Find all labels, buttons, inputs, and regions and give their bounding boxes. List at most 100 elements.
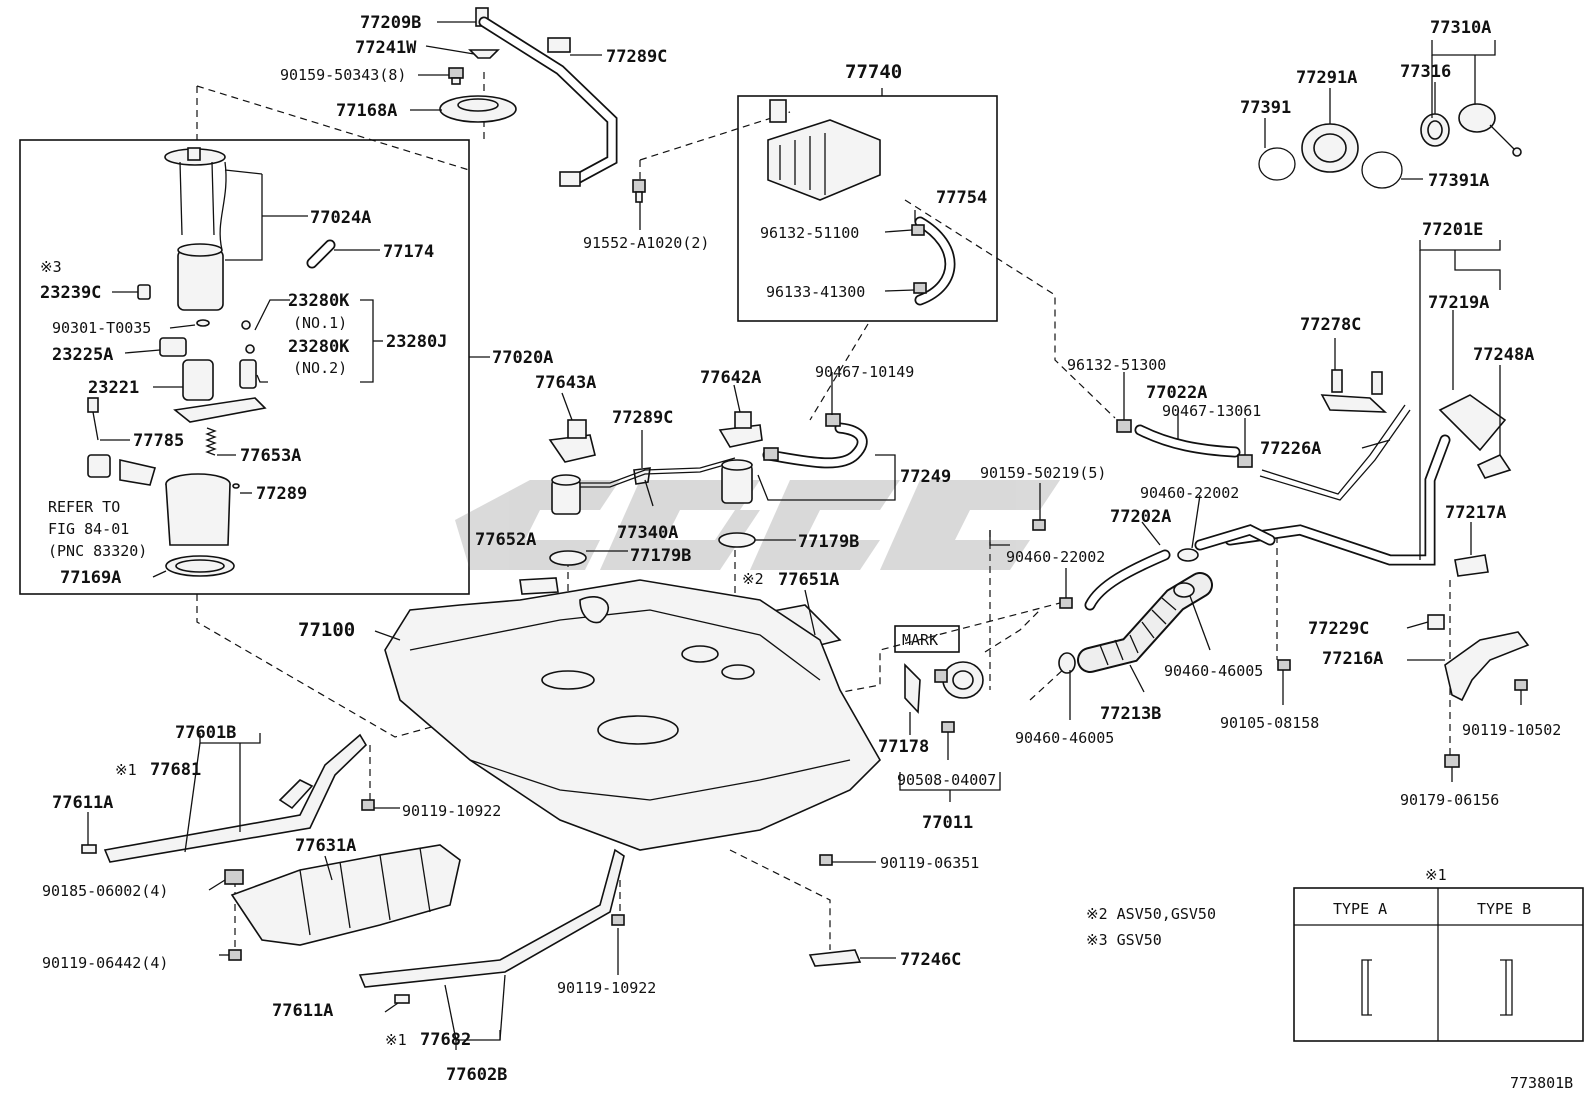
label-77289: 77289 (256, 484, 307, 504)
filter-23225a (159, 337, 187, 357)
label-77601b: 77601B (175, 723, 236, 743)
type-a-header: TYPE A (1333, 900, 1387, 918)
label-77178: 77178 (878, 737, 929, 757)
label-77289c-top: 77289C (606, 47, 667, 67)
label-77289c-mid: 77289C (612, 408, 673, 428)
label-mark1-bot: ※1 (385, 1031, 407, 1049)
label-90301: 90301-T0035 (52, 319, 151, 337)
label-77011: 77011 (922, 813, 973, 833)
label-77241w: 77241W (355, 38, 417, 58)
pipe-77226a (1259, 404, 1411, 501)
note-gsv50: ※3 GSV50 (1086, 931, 1162, 949)
label-77179b-l: 77179B (630, 546, 691, 566)
rings-77391 (1258, 147, 1403, 189)
inlet-hose-77213b (1077, 524, 1276, 673)
label-77740: 77740 (845, 61, 902, 83)
pump-23221 (173, 359, 267, 423)
label-90460-22002-a: 90460-22002 (1140, 484, 1239, 502)
bracket-77246c (808, 949, 862, 967)
part-labels: 77209B 77241W 90159-50343(8) 77168A 7728… (40, 13, 1573, 1092)
label-77602b: 77602B (446, 1065, 507, 1085)
figure-number: 773801B (1510, 1074, 1573, 1092)
retainer-ring-77168a (439, 95, 517, 123)
bolt-90159-50343 (448, 67, 464, 85)
label-23280k-1: 23280K (288, 291, 350, 311)
label-77168a: 77168A (336, 101, 397, 121)
label-77229c: 77229C (1308, 619, 1369, 639)
label-96132-51300: 96132-51300 (1067, 356, 1166, 374)
label-refer-2: FIG 84-01 (48, 520, 129, 538)
label-mark2: ※2 (742, 570, 764, 588)
hose-77022a (1116, 419, 1253, 468)
label-77169a: 77169A (60, 568, 121, 588)
label-77100: 77100 (298, 619, 355, 641)
label-77643a: 77643A (535, 373, 596, 393)
label-77391a: 77391A (1428, 171, 1489, 191)
bracket-77216a (1427, 614, 1530, 702)
label-77681: 77681 (150, 760, 201, 780)
valves (551, 459, 753, 515)
type-table-mark: ※1 (1425, 866, 1447, 884)
label-77754: 77754 (936, 188, 987, 208)
label-77310a: 77310A (1430, 18, 1491, 38)
watermark-logo (455, 480, 1060, 570)
label-23225a: 23225A (52, 345, 113, 365)
label-90119-10922-bot: 90119-10922 (557, 979, 656, 997)
wire-77785 (87, 397, 99, 441)
bolts-right (1032, 519, 1528, 768)
label-90159-50219: 90159-50219(5) (980, 464, 1106, 482)
label-77631a: 77631A (295, 836, 356, 856)
canister-frame (737, 95, 998, 322)
gaskets-77179b (549, 532, 756, 566)
label-77216a: 77216A (1322, 649, 1383, 669)
bracket-77643a (548, 419, 596, 463)
label-77611a-bot: 77611A (272, 1001, 333, 1021)
label-77217a: 77217A (1445, 503, 1506, 523)
label-90119-06351: 90119-06351 (880, 854, 979, 872)
strap-77601b (81, 733, 368, 863)
label-90119-10922-top: 90119-10922 (402, 802, 501, 820)
label-90185-06002: 90185-06002(4) (42, 882, 168, 900)
neck-77291a (1301, 123, 1359, 173)
gasket-77241w (468, 49, 500, 59)
label-77246c: 77246C (900, 950, 961, 970)
hose-77249 (762, 413, 868, 469)
label-90105-08158: 90105-08158 (1220, 714, 1319, 732)
label-77248a: 77248A (1473, 345, 1534, 365)
label-77024a: 77024A (310, 208, 371, 228)
label-77652a: 77652A (475, 530, 536, 550)
fuel-pump-module (164, 147, 227, 311)
label-77316: 77316 (1400, 62, 1451, 82)
label-90119-06442: 90119-06442(4) (42, 954, 168, 972)
filler-pipe-77201e (1224, 394, 1512, 566)
gasket-77169a (165, 555, 235, 577)
pump-assembly-frame (19, 139, 470, 595)
label-77642a: 77642A (700, 368, 761, 388)
label-77226a: 77226A (1260, 439, 1321, 459)
label-90159-50343: 90159-50343(8) (280, 66, 406, 84)
sensor-ref (87, 454, 157, 486)
label-77340a: 77340A (617, 523, 678, 543)
label-no2: (NO.2) (293, 359, 347, 377)
label-90508-04007: 90508-04007 (897, 771, 996, 789)
cup-77289 (165, 473, 240, 546)
dashed-guides (196, 72, 1451, 950)
label-mark: MARK (902, 631, 938, 649)
label-96133-41300: 96133-41300 (766, 283, 865, 301)
cap-77310a (1458, 103, 1522, 157)
strap-77602b (358, 848, 625, 1004)
label-no1: (NO.1) (293, 314, 347, 332)
label-77278c: 77278C (1300, 315, 1361, 335)
label-77651a: 77651A (778, 570, 839, 590)
ring-77178 (904, 663, 921, 714)
ring-77316 (1420, 113, 1450, 147)
label-23280j: 23280J (386, 332, 447, 352)
label-77022a: 77022A (1146, 383, 1207, 403)
hose-77202a (1084, 549, 1171, 611)
note-asv50: ※2 ASV50,GSV50 (1086, 905, 1216, 923)
vent-tube-77209b (475, 7, 618, 187)
label-77020a: 77020A (492, 348, 553, 368)
label-77209b: 77209B (360, 13, 421, 33)
label-90119-10502: 90119-10502 (1462, 721, 1561, 739)
label-77174: 77174 (383, 242, 434, 262)
